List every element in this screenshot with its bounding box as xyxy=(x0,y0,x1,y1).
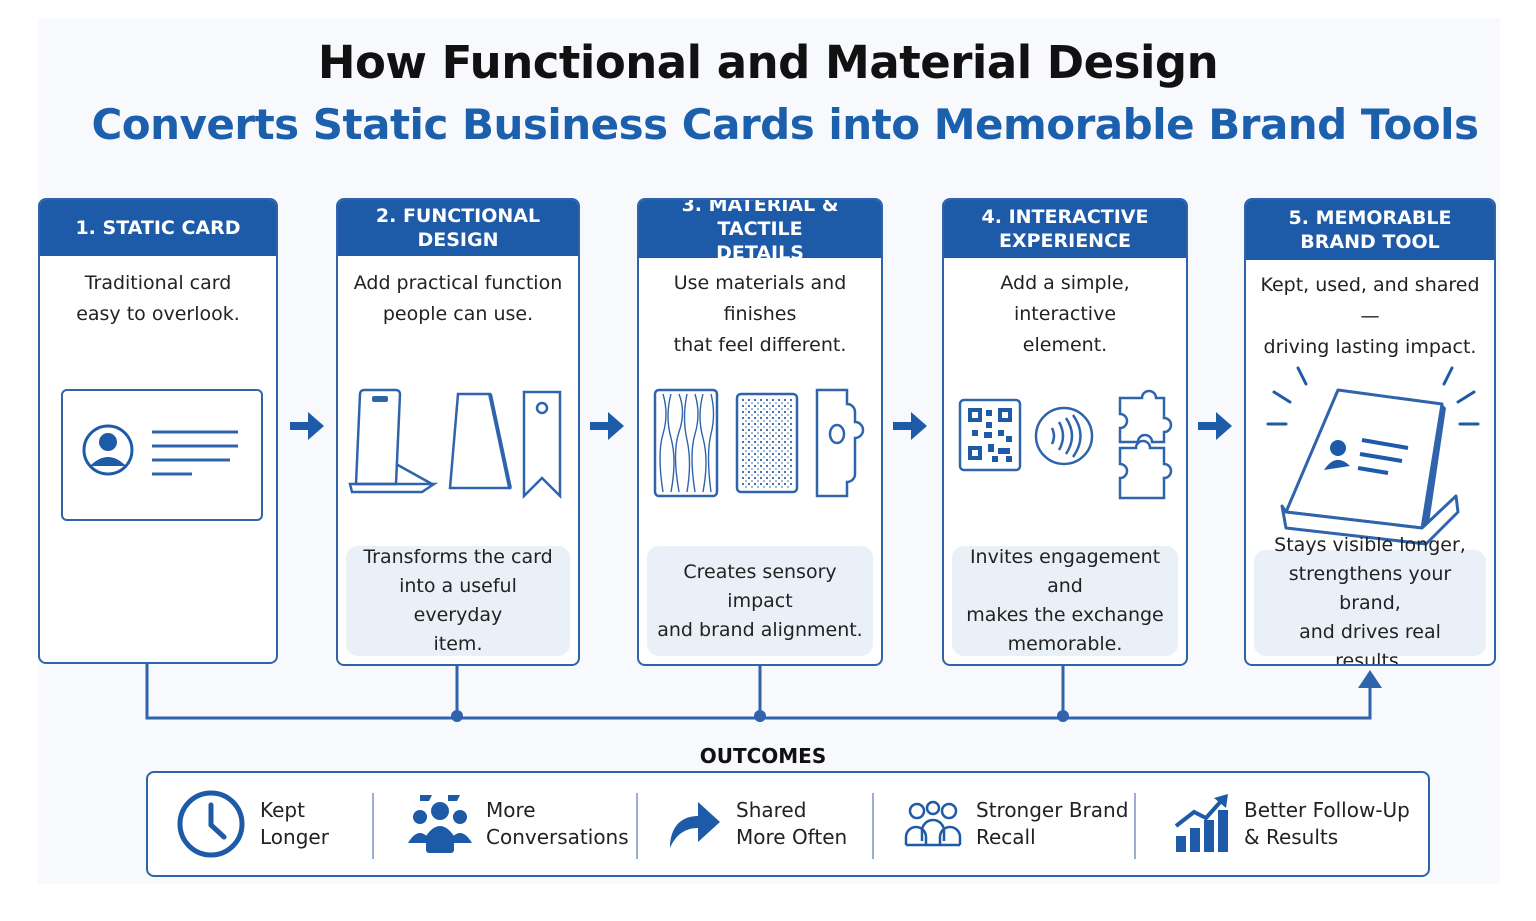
stage-memorable-brand-tool: 5. MEMORABLE BRAND TOOL Kept, used, and … xyxy=(1244,198,1496,666)
connector-node xyxy=(754,710,766,722)
outcome-better-follow-up: Better Follow-Up & Results xyxy=(1174,773,1410,875)
stage-description: Kept, used, and shared— driving lasting … xyxy=(1256,270,1484,363)
stage-footer-text: Transforms the card into a useful everyd… xyxy=(363,546,553,655)
brand-recall-people-icon xyxy=(904,800,962,847)
stage-heading: 2. FUNCTIONAL DESIGN xyxy=(338,200,578,256)
stage-footer: Invites engagement and makes the exchang… xyxy=(952,546,1178,656)
stage-description-text: Add practical function people can use. xyxy=(353,272,563,325)
nfc-icon xyxy=(1034,406,1094,466)
outcome-divider xyxy=(636,793,638,859)
connector-arrowhead xyxy=(1358,670,1382,688)
business-card-icon xyxy=(40,388,276,532)
stage-heading: 5. MEMORABLE BRAND TOOL xyxy=(1246,200,1494,260)
stage-description-text: Use materials and finishes that feel dif… xyxy=(673,272,847,356)
outcome-label: Kept Longer xyxy=(260,798,329,849)
outcomes-title: OUTCOMES xyxy=(699,744,827,768)
stage-heading-text: 5. MEMORABLE BRAND TOOL xyxy=(1288,207,1452,253)
stage-footer-text: Invites engagement and makes the exchang… xyxy=(966,546,1164,655)
stage-footer-text: Stays visible longer, strengthens your b… xyxy=(1274,533,1466,666)
tent-card-icon xyxy=(448,392,512,490)
stage-material-tactile: 3. MATERIAL & TACTILE DETAILS Use materi… xyxy=(637,198,883,666)
stage-footer: Stays visible longer, strengthens your b… xyxy=(1254,534,1486,664)
flow-arrow-icon xyxy=(290,412,324,440)
stage-static-card: 1. STATIC CARD Traditional card easy to … xyxy=(38,198,278,664)
stage-description: Add a simple, interactive element. xyxy=(954,268,1176,361)
functional-icons xyxy=(338,384,578,512)
stage-description: Add practical function people can use. xyxy=(348,268,568,330)
stage-description-text: Traditional card easy to overlook. xyxy=(76,272,240,325)
die-cut-card-icon xyxy=(815,388,865,498)
outcome-label: Shared More Often xyxy=(736,798,848,849)
clock-icon xyxy=(177,790,245,858)
people-conversation-icon xyxy=(408,795,472,853)
outcome-label: Better Follow-Up & Results xyxy=(1244,798,1410,849)
outcome-divider xyxy=(372,793,374,859)
flow-arrow-icon xyxy=(1198,412,1232,440)
stage-description-text: Add a simple, interactive element. xyxy=(1000,272,1130,356)
puzzle-icon xyxy=(1118,389,1173,500)
outcomes-panel: Kept Longer More Conversations Shared Mo… xyxy=(146,771,1430,877)
outcome-shared-more-often: Shared More Often xyxy=(666,773,847,875)
stage-heading: 4. INTERACTIVE EXPERIENCE xyxy=(944,200,1186,258)
stage-interactive-experience: 4. INTERACTIVE EXPERIENCE Add a simple, … xyxy=(942,198,1188,666)
outcome-more-conversations: More Conversations xyxy=(408,773,629,875)
bookmark-icon xyxy=(522,390,562,500)
outcome-divider xyxy=(872,793,874,859)
standing-card-icon xyxy=(1246,362,1494,556)
flow-arrow-icon xyxy=(590,412,624,440)
connector-node xyxy=(451,710,463,722)
flow-arrow-icon xyxy=(893,412,927,440)
stage-footer: Transforms the card into a useful everyd… xyxy=(346,546,570,656)
stage-description: Traditional card easy to overlook. xyxy=(50,268,266,330)
page-subtitle: Converts Static Business Cards into Memo… xyxy=(91,100,1479,149)
share-arrow-icon xyxy=(670,802,720,848)
outcome-stronger-brand-recall: Stronger Brand Recall xyxy=(904,773,1128,875)
stage-heading-text: 4. INTERACTIVE EXPERIENCE xyxy=(981,206,1149,252)
stage-description-text: Kept, used, and shared— driving lasting … xyxy=(1260,274,1480,358)
stage-heading-text: 3. MATERIAL & TACTILE DETAILS xyxy=(681,198,839,264)
stage-functional-design: 2. FUNCTIONAL DESIGN Add practical funct… xyxy=(336,198,580,666)
outcome-divider xyxy=(1134,793,1136,859)
material-icons xyxy=(639,386,881,504)
stage-footer-text: Creates sensory impact and brand alignme… xyxy=(657,560,863,641)
phone-stand-icon xyxy=(348,388,439,494)
textured-paper-icon xyxy=(735,392,799,494)
outcome-label: Stronger Brand Recall xyxy=(976,798,1129,849)
stage-description: Use materials and finishes that feel dif… xyxy=(649,268,871,361)
connector-node xyxy=(1057,710,1069,722)
qr-code-icon xyxy=(958,398,1022,472)
outcome-label: More Conversations xyxy=(486,798,629,849)
outcome-kept-longer: Kept Longer xyxy=(176,773,329,875)
page-title: How Functional and Material Design xyxy=(317,36,1219,89)
growth-chart-icon xyxy=(1174,794,1228,852)
stage-heading: 1. STATIC CARD xyxy=(40,200,276,256)
wood-texture-icon xyxy=(653,388,719,498)
stage-footer: Creates sensory impact and brand alignme… xyxy=(647,546,873,656)
interactive-icons xyxy=(944,388,1186,516)
stage-heading: 3. MATERIAL & TACTILE DETAILS xyxy=(639,200,881,264)
